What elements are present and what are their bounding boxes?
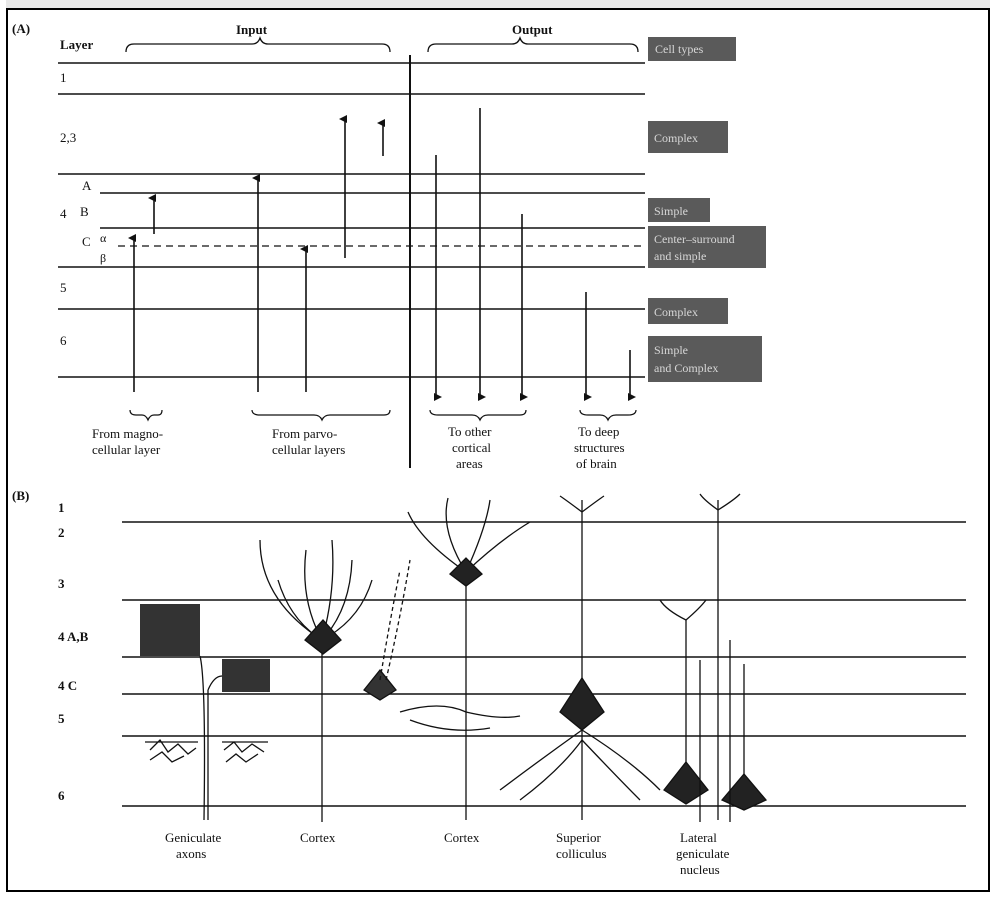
layer-4b-label: B [80, 204, 89, 219]
input-brace [126, 38, 390, 52]
magno-brace [130, 410, 162, 420]
b-layer-5-label: 5 [58, 711, 65, 726]
output-arrows [436, 108, 630, 397]
magno-caption-2: cellular layer [92, 442, 161, 457]
complex-23-text: Complex [654, 131, 698, 145]
superior-caption-2: colliculus [556, 846, 607, 861]
simple-complex-6-text-2: and Complex [654, 361, 718, 375]
layer-4c-label: C [82, 234, 91, 249]
layer-6-label: 6 [60, 333, 67, 348]
center-surround-text-1: Center–surround [654, 232, 735, 246]
lgn-caption-1: Lateral [680, 830, 717, 845]
lgn-caption-3: nucleus [680, 862, 720, 877]
panel-a-label: (A) [12, 21, 30, 36]
cortex-2-caption: Cortex [444, 830, 480, 845]
b-layer-4c-label: 4 C [58, 678, 77, 693]
parvo-brace [252, 410, 390, 420]
lgn-caption-2: geniculate [676, 846, 730, 861]
panel-a: (A) Layer Input Output Cell types 1 2,3 … [12, 21, 766, 471]
cortex-neuron-2-drawing [400, 498, 530, 820]
deep-caption-3: of brain [576, 456, 617, 471]
b-layer-6-label: 6 [58, 788, 65, 803]
deep-caption-2: structures [574, 440, 625, 455]
alpha-label: α [100, 231, 107, 245]
b-layer-4ab-label: 4 A,B [58, 629, 89, 644]
geniculate-caption-2: axons [176, 846, 206, 861]
layer-4-label: 4 [60, 206, 67, 221]
magno-caption-1: From magno- [92, 426, 163, 441]
center-surround-text-2: and simple [654, 249, 706, 263]
cortical-brace [430, 410, 526, 420]
layer-23-label: 2,3 [60, 130, 76, 145]
axon-terminal-4c [222, 659, 270, 692]
b-layer-2-label: 2 [58, 525, 65, 540]
superior-caption-1: Superior [556, 830, 601, 845]
complex-5-text: Complex [654, 305, 698, 319]
simple-4b-text: Simple [654, 204, 688, 218]
input-header: Input [236, 22, 268, 37]
beta-label: β [100, 251, 106, 265]
cortical-caption-1: To other [448, 424, 492, 439]
layer-5-label: 5 [60, 280, 67, 295]
geniculate-axons-drawing [140, 604, 270, 820]
output-brace [428, 38, 638, 52]
superior-colliculus-neuron-drawing [500, 496, 660, 820]
cortical-caption-3: areas [456, 456, 483, 471]
simple-complex-6-text-1: Simple [654, 343, 688, 357]
layer-lines [58, 63, 645, 377]
cortical-caption-2: cortical [452, 440, 491, 455]
b-layer-3-label: 3 [58, 576, 65, 591]
deep-brace [580, 410, 636, 420]
panel-b: (B) 1 2 3 4 A,B 4 C 5 6 [12, 488, 966, 877]
parvo-caption-1: From parvo- [272, 426, 337, 441]
cortex-1-caption: Cortex [300, 830, 336, 845]
layer-1-label: 1 [60, 70, 67, 85]
layer-header: Layer [60, 37, 93, 52]
b-layer-1-label: 1 [58, 500, 65, 515]
deep-caption-1: To deep [578, 424, 619, 439]
cell-type-boxes: Complex Simple Center–surround and simpl… [648, 121, 766, 382]
lgn-neurons-drawing [660, 494, 766, 822]
geniculate-caption-1: Geniculate [165, 830, 222, 845]
input-arrows [134, 119, 383, 392]
output-header: Output [512, 22, 553, 37]
cell-types-header: Cell types [655, 42, 704, 56]
axon-terminal-4ab [140, 604, 200, 656]
panel-b-label: (B) [12, 488, 29, 503]
parvo-caption-2: cellular layers [272, 442, 345, 457]
cortex-neuron-1-drawing [260, 540, 410, 822]
layer-4a-label: A [82, 178, 92, 193]
